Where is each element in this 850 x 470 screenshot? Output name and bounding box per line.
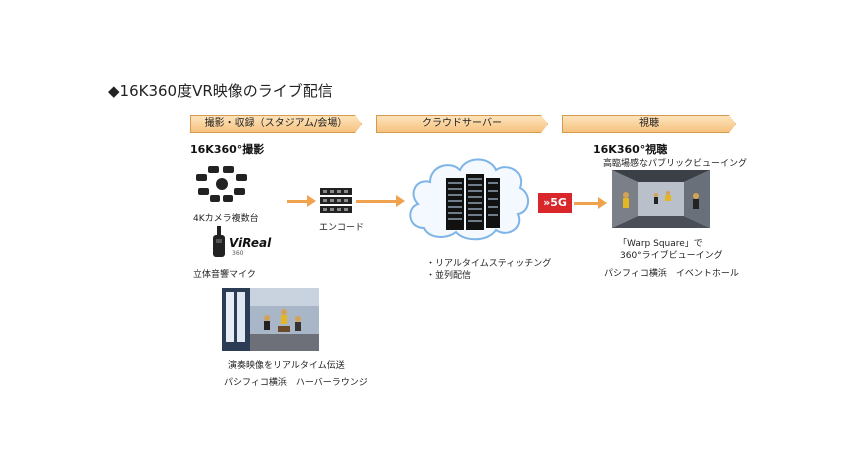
viewing-caption-360: 360°ライブビューイング: [620, 251, 723, 261]
camera-rig-icon: [196, 166, 247, 202]
stream-label: 演奏映像をリアルタイム伝送: [228, 361, 345, 371]
mic-label: 立体音響マイク: [193, 270, 256, 280]
camera-label: 4Kカメラ複数台: [193, 214, 259, 224]
page-title: ◆16K360度VR映像のライブ配信: [108, 82, 333, 100]
5g-badge: »5G: [538, 193, 572, 213]
mic-brand: ViReal: [229, 236, 272, 250]
capture-heading: 16K360°撮影: [190, 143, 265, 156]
microphone-icon: [213, 226, 225, 257]
arrow-encode-cloud: [356, 200, 396, 203]
stage-capture: 撮影・収録（スタジアム/会場）: [190, 115, 362, 133]
mic-brand-sub: 360: [232, 250, 244, 257]
encoder-icon: [320, 188, 352, 213]
warp-square-room: [612, 170, 710, 228]
stream-location: パシフィコ横浜 ハーバーラウンジ: [224, 378, 368, 388]
arrow-5g-viewing: [574, 202, 598, 205]
viewing-subheading: 高臨場感なパブリックビューイング: [603, 159, 748, 169]
arrow-encode-cloud-head: [396, 195, 405, 207]
arrow-5g-viewing-head: [598, 197, 607, 209]
encode-label: エンコード: [319, 223, 365, 233]
viewing-caption-warp: 「Warp Square」で: [618, 239, 703, 249]
cloud-bullet-parallel: ・並列配信: [426, 271, 472, 281]
stage-cloud: クラウドサーバー: [376, 115, 548, 133]
viewing-location: パシフィコ横浜 イベントホール: [604, 269, 739, 279]
viewing-heading: 16K360°視聴: [593, 143, 668, 156]
cloud-bullet-stitching: ・リアルタイムスティッチング: [426, 259, 552, 269]
arrow-capture-encode: [287, 200, 307, 203]
arrow-capture-encode-head: [307, 195, 316, 207]
stage-viewing: 視聴: [562, 115, 736, 133]
concert-photo: [222, 288, 319, 351]
cloud-server-icon: [409, 158, 529, 241]
